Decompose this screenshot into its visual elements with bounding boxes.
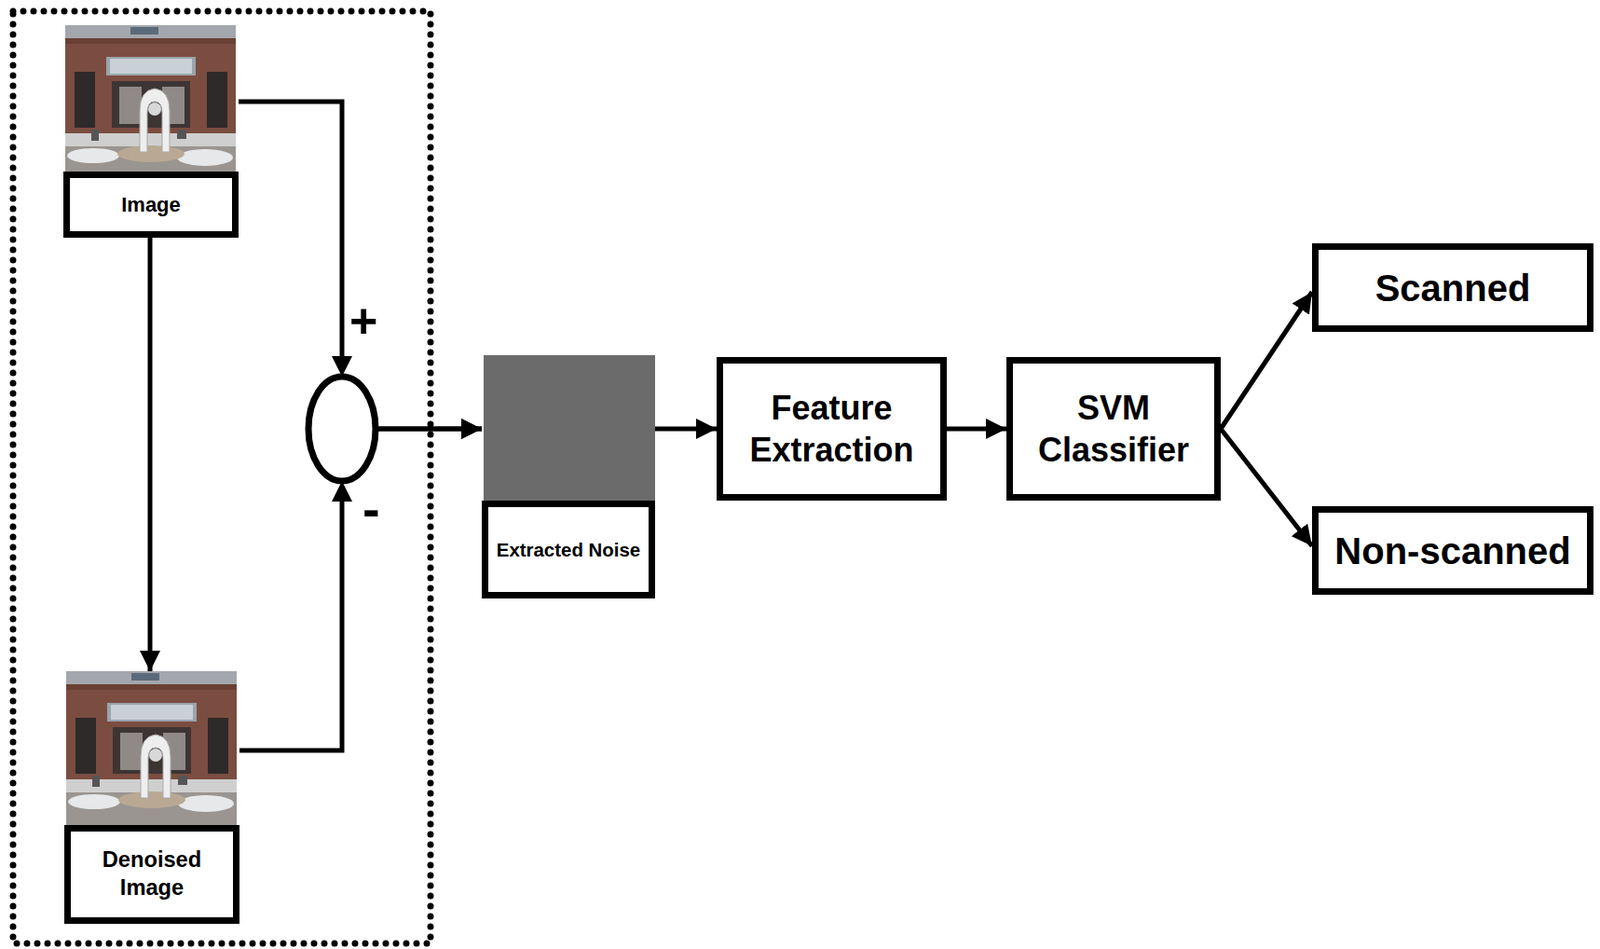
classifier-box: SVM Classifier xyxy=(1006,356,1221,501)
label-box: Denoised Image xyxy=(64,824,240,924)
photo-illustration xyxy=(66,670,237,825)
node-text: Scanned xyxy=(1369,264,1537,312)
dotted-group-border xyxy=(13,11,431,944)
junction-arrowhead xyxy=(331,480,353,502)
connector-arrow xyxy=(655,426,717,432)
connector-arrow xyxy=(1220,428,1313,547)
label-box: Scanned xyxy=(1312,243,1594,332)
node-text: Feature Extraction xyxy=(723,386,941,471)
node-text: Denoised Image xyxy=(70,846,233,902)
label-box: SVM Classifier xyxy=(1006,356,1221,501)
summing-junction xyxy=(308,376,376,481)
output-box: Scanned xyxy=(1312,243,1594,332)
photo-illustration xyxy=(65,25,236,179)
node-text: Non-scanned xyxy=(1328,527,1576,575)
node-text: Image xyxy=(115,191,187,219)
label-box: Feature Extraction xyxy=(716,356,947,501)
photo-illustration xyxy=(65,25,236,179)
denoised-image-node: Denoised Image xyxy=(64,670,240,924)
process-box: Feature Extraction xyxy=(716,356,947,501)
node-text: SVM Classifier xyxy=(1012,386,1215,471)
node-text: Extracted Noise xyxy=(491,537,646,562)
connector-arrow xyxy=(946,426,1007,432)
label-box: Non-scanned xyxy=(1312,505,1594,595)
label-box: Image xyxy=(63,171,239,238)
noise-patch xyxy=(483,355,656,503)
connector-arrow xyxy=(1220,291,1313,429)
input-image-node: Image xyxy=(63,25,239,238)
junction-arrowhead xyxy=(331,355,353,377)
minus-sign: - xyxy=(362,482,381,535)
output-box: Non-scanned xyxy=(1312,505,1594,595)
connector-arrow xyxy=(239,428,482,751)
connector-arrow xyxy=(148,237,153,671)
connector-arrow xyxy=(238,101,482,429)
plus-sign: + xyxy=(349,296,378,345)
noise-node: Extracted Noise xyxy=(481,355,656,599)
label-box: Extracted Noise xyxy=(481,500,656,599)
photo-illustration xyxy=(66,670,237,825)
